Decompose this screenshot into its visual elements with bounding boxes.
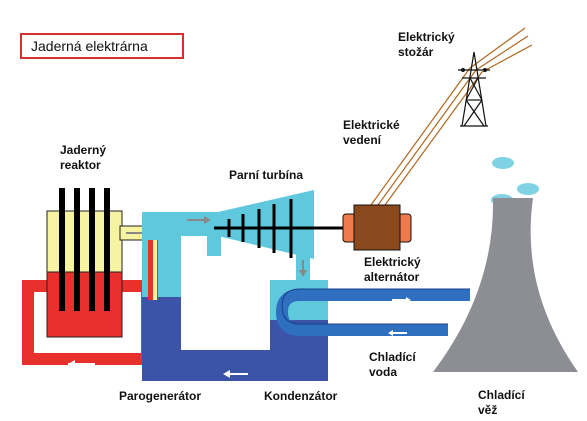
steam-pipe: [181, 212, 221, 261]
steam-cloud-small: [492, 157, 514, 169]
return-loop: [181, 350, 328, 381]
turbine-label: Parní turbína: [229, 168, 304, 182]
plant-core-gap: [181, 256, 270, 350]
condenser-label: Kondenzátor: [264, 389, 338, 403]
exhaust-pipe: [296, 255, 310, 281]
cooling-tower: [433, 198, 578, 372]
alternator: [342, 204, 412, 251]
diagram-title: Jaderná elektrárna: [20, 33, 184, 59]
power-lines: [370, 27, 533, 206]
turbine: [214, 190, 348, 259]
steam-generator: [142, 212, 181, 381]
cooling-pipes: [275, 288, 470, 336]
control-rods: [59, 188, 110, 311]
steam-generator-label: Parogenerátor: [119, 389, 202, 403]
steam-cloud-medium: [517, 183, 539, 195]
